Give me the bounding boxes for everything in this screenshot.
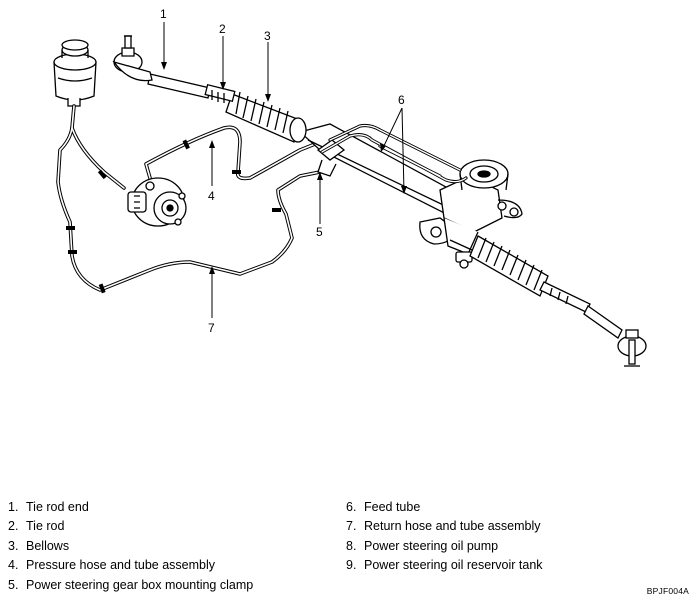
right-tie-rod	[539, 281, 623, 339]
callout-5: 5	[316, 225, 323, 239]
left-bellows	[225, 91, 307, 143]
legend-item: 6.Feed tube	[346, 500, 421, 514]
legend-right-column: 6.Feed tube 7.Return hose and tube assem…	[346, 498, 543, 576]
callout-3: 3	[264, 29, 271, 43]
left-tie-rod-end	[112, 35, 153, 82]
callout-1: 1	[160, 7, 167, 21]
legend-item: 7.Return hose and tube assembly	[346, 519, 541, 534]
legend-item: 1.Tie rod end	[8, 500, 89, 514]
callout-4: 4	[208, 189, 215, 203]
steering-gear-box	[298, 123, 523, 269]
leader-lines	[163, 22, 405, 318]
oil-reservoir-tank	[53, 39, 97, 107]
legend-item: 2.Tie rod	[8, 519, 65, 534]
legend-item: 4.Pressure hose and tube assembly	[8, 558, 215, 573]
left-tie-rod	[147, 73, 236, 103]
oil-pump	[127, 177, 187, 227]
legend-item: 5.Power steering gear box mounting clamp	[8, 577, 254, 592]
callout-2: 2	[219, 22, 226, 36]
legend-item: 9.Power steering oil reservoir tank	[346, 558, 543, 573]
callout-6: 6	[398, 93, 405, 107]
power-steering-system-diagram: 1 2 3 4 5 6 7	[53, 7, 647, 367]
right-bellows	[469, 235, 549, 297]
right-tie-rod-end	[617, 329, 647, 367]
legend-left-column: 1.Tie rod end 2.Tie rod 3.Bellows 4.Pres…	[8, 498, 253, 595]
legend-item: 8.Power steering oil pump	[346, 538, 499, 553]
callout-7: 7	[208, 321, 215, 335]
legend-item: 3.Bellows	[8, 538, 70, 553]
figure-code: BPJF004A	[646, 586, 689, 596]
